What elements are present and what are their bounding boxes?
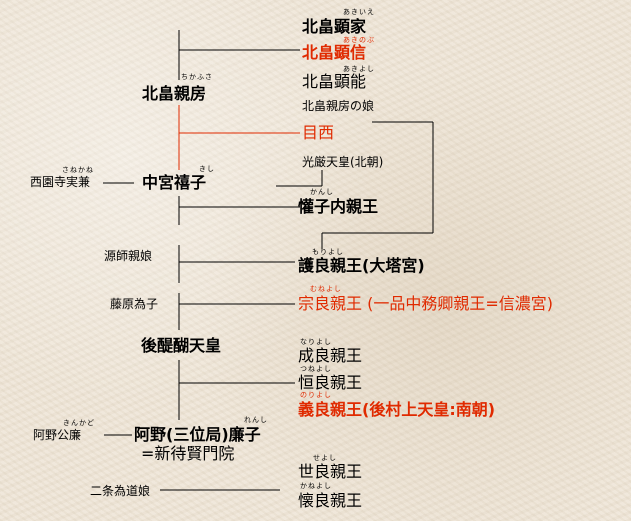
kaneyoshi-ruby: かねよし — [300, 482, 332, 490]
muneyoshi-shinno: 宗良親王 (一品中務卿親王=信濃宮) — [298, 294, 553, 313]
kanshi-ruby: かんし — [310, 188, 334, 196]
kanshi-naishinno: 懽子内親王 — [298, 197, 379, 216]
shintaikenmonin: =新待賢門院 — [141, 444, 235, 463]
chikafusa-daughter: 北畠親房の娘 — [302, 99, 375, 113]
moriyoshi-shinno: 護良親王(大塔宮) — [298, 256, 425, 275]
tsuneyoshi-shinno: 恒良親王 — [298, 373, 363, 392]
kogon-tenno: 光厳天皇(北朝) — [302, 155, 384, 169]
kaneyoshi-shinno: 懐良親王 — [298, 491, 363, 510]
saionji-sanekane: 西園寺実兼 — [30, 175, 91, 189]
kitabatake-akiyoshi-ruby: あきよし — [343, 65, 375, 73]
menishi: 目西 — [302, 123, 335, 142]
chugu-kishi-ruby: きし — [199, 165, 215, 173]
yoyoshi-shinno: 世良親王 — [298, 462, 363, 481]
kitabatake-akinobu-ruby: あきのぶ — [343, 36, 375, 44]
kitabatake-akiyoshi: 北畠顕能 — [302, 72, 367, 91]
kitabatake-akiie-ruby: あきいえ — [343, 8, 375, 16]
noriyoshi-ruby: のりよし — [300, 391, 332, 399]
ano-kinkado-ruby: きんかど — [63, 419, 95, 427]
ano-renshi-ruby: れんし — [244, 416, 268, 424]
godaigo-tenno: 後醍醐天皇 — [141, 336, 222, 355]
fujiwara-tameko: 藤原為子 — [110, 297, 159, 311]
muneyoshi-ruby: むねよし — [310, 285, 342, 293]
kitabatake-akiie: 北畠顕家 — [302, 17, 367, 36]
nariyoshi-shinno: 成良親王 — [298, 346, 363, 365]
chugu-kishi: 中宮禧子 — [142, 173, 207, 192]
ano-kinkado: 阿野公廉 — [33, 428, 82, 442]
kitabatake-chikafusa: 北畠親房 — [142, 84, 207, 103]
minamoto-daughter: 源師親娘 — [104, 249, 153, 263]
ano-renshi: 阿野(三位局)廉子 — [134, 425, 261, 444]
noriyoshi-shinno: 義良親王(後村上天皇:南朝) — [298, 400, 496, 419]
kitabatake-akinobu: 北畠顕信 — [302, 43, 367, 62]
yoyoshi-ruby: せよし — [313, 454, 337, 462]
nariyoshi-ruby: なりよし — [300, 338, 332, 346]
saionji-sanekane-ruby: さねかね — [62, 166, 94, 174]
tsuneyoshi-ruby: つねよし — [300, 365, 332, 373]
kitabatake-chikafusa-ruby: ちかふさ — [181, 73, 213, 81]
moriyoshi-ruby: もりよし — [312, 248, 344, 256]
nijo-tamemichi-daughter: 二条為道娘 — [90, 484, 151, 498]
